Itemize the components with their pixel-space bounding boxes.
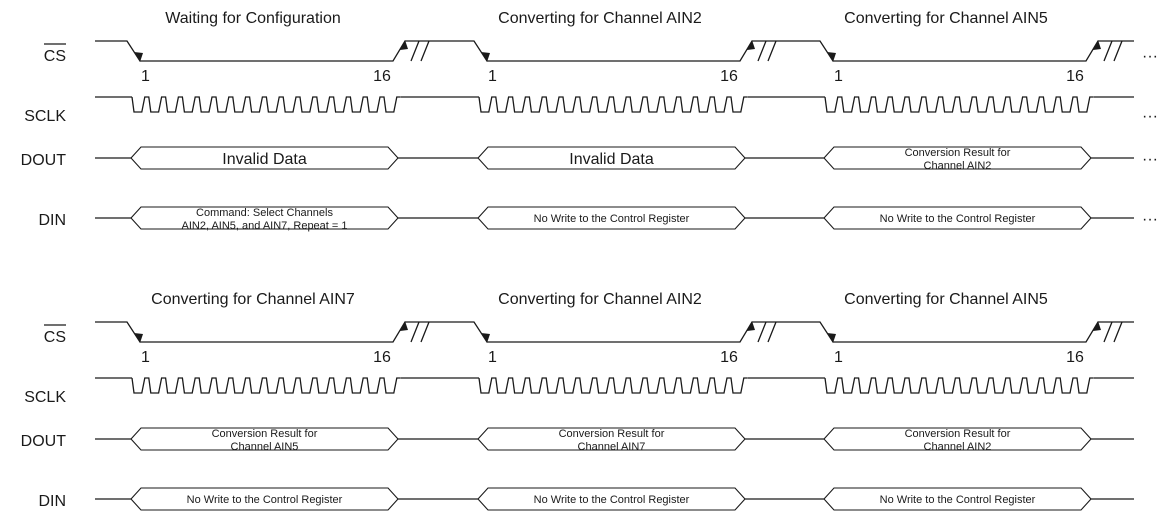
dout-window-label: Conversion Result for [905,428,1011,440]
dout-window-label: Invalid Data [569,151,654,168]
cs-slash [757,321,767,343]
timing-row-2: CS SCLK DOUT DIN Converting for Channel AIN7… [21,291,1134,511]
din-window-label: AIN2, AIN5, and AIN7, Repeat = 1 [181,220,347,232]
sclk-pulse-burst [824,96,1094,113]
dout-window-label: Conversion Result for [559,428,665,440]
frame-title: Converting for Channel AIN2 [498,291,702,308]
continuation-dots: ··· [1142,108,1158,125]
dout-window-label: Conversion Result for [905,147,1011,159]
dout-window-label: Channel AIN2 [924,160,992,172]
clock-count-start: 1 [834,68,843,85]
cs-slash [757,40,767,62]
clock-count-start: 1 [488,349,497,366]
cs-slash [420,321,430,343]
clock-count-start: 1 [141,349,150,366]
cs-slash [1103,321,1113,343]
sclk-pulse-burst [131,96,401,113]
cs-slash [767,321,777,343]
cs-slash [410,40,420,62]
frame-title: Converting for Channel AIN5 [844,10,1048,27]
cs-rising-edge-arrow [400,321,408,331]
cs-slash [1113,321,1123,343]
cs-rising-edge-arrow [1093,40,1101,50]
clock-count-start: 1 [834,349,843,366]
cs-rising-edge-arrow [1093,321,1101,331]
cs-rising-edge-arrow [400,40,408,50]
clock-count-end: 16 [373,349,391,366]
cs-slash [410,321,420,343]
sclk-signal-label: SCLK [24,389,66,406]
din-window-label: Command: Select Channels [196,207,333,219]
sclk-signal-label: SCLK [24,108,66,125]
frame-title: Converting for Channel AIN5 [844,291,1048,308]
continuation-dots: ··· [1142,48,1158,65]
cs-falling-edge-arrow [134,333,143,343]
sclk-pulse-burst [478,96,748,113]
continuation-dots: ··· [1142,211,1158,228]
sclk-pulse-burst [478,377,748,394]
timing-row-1: CS SCLK DOUT DIN Waiting for Configuration 1 1… [21,10,1158,232]
frame-title: Converting for Channel AIN2 [498,10,702,27]
sclk-pulse-burst [824,377,1094,394]
clock-count-end: 16 [1066,68,1084,85]
cs-falling-edge-arrow [134,52,143,62]
din-window-label: No Write to the Control Register [534,494,690,506]
cs-rising-edge-arrow [747,40,755,50]
cs-waveform [95,321,1134,343]
cs-waveform [95,40,1134,62]
cs-slash [767,40,777,62]
cs-signal-label: CS [44,48,66,65]
continuation-dots: ··· [1142,151,1158,168]
cs-falling-edge-arrow [827,333,836,343]
sclk-pulse-burst [131,377,401,394]
clock-count-end: 16 [720,68,738,85]
din-window-label: No Write to the Control Register [534,213,690,225]
dout-window-label: Channel AIN5 [231,441,299,453]
dout-window-label: Channel AIN2 [924,441,992,453]
clock-count-end: 16 [373,68,391,85]
frame-title: Converting for Channel AIN7 [151,291,355,308]
din-signal-label: DIN [38,493,66,510]
frame-title: Waiting for Configuration [165,10,341,27]
cs-falling-edge-arrow [481,333,490,343]
clock-count-end: 16 [1066,349,1084,366]
din-window-label: No Write to the Control Register [187,494,343,506]
cs-falling-edge-arrow [481,52,490,62]
din-window-label: No Write to the Control Register [880,494,1036,506]
dout-window-label: Invalid Data [222,151,307,168]
din-signal-label: DIN [38,212,66,229]
cs-falling-edge-arrow [827,52,836,62]
clock-count-start: 1 [488,68,497,85]
cs-slash [1103,40,1113,62]
clock-count-end: 16 [720,349,738,366]
dout-signal-label: DOUT [21,152,67,169]
cs-slash [420,40,430,62]
cs-rising-edge-arrow [747,321,755,331]
dout-signal-label: DOUT [21,433,67,450]
dout-window-label: Channel AIN7 [578,441,646,453]
cs-signal-label: CS [44,329,66,346]
din-window-label: No Write to the Control Register [880,213,1036,225]
clock-count-start: 1 [141,68,150,85]
dout-window-label: Conversion Result for [212,428,318,440]
cs-slash [1113,40,1123,62]
